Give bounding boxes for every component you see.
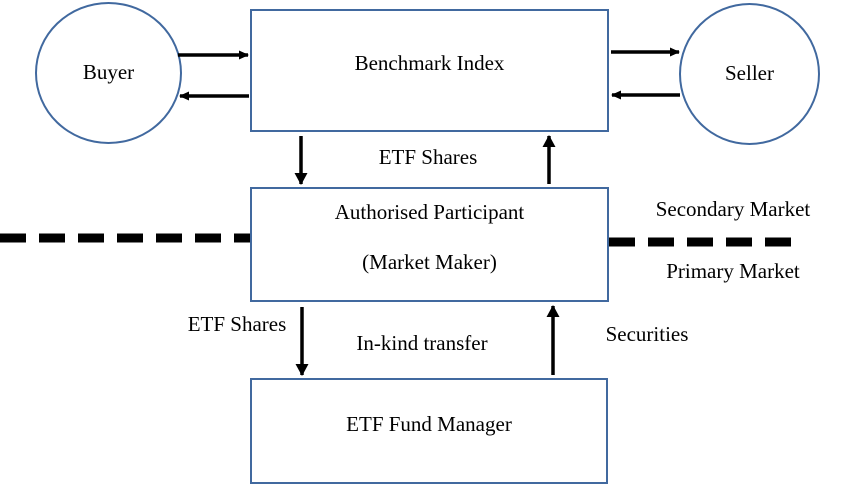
edge-label-etf-shares-secondary: ETF Shares	[378, 145, 478, 169]
edge-label-securities: Securities	[605, 322, 689, 346]
node-authorised-participant[interactable]	[250, 187, 609, 302]
edge-label-in-kind-transfer: In-kind transfer	[356, 331, 488, 355]
node-benchmark-index[interactable]	[250, 9, 609, 132]
market-label-secondary: Secondary Market	[655, 197, 811, 221]
node-etf-fund-manager[interactable]	[250, 378, 608, 484]
node-buyer[interactable]	[35, 2, 182, 144]
edge-label-etf-shares-primary: ETF Shares	[187, 312, 287, 336]
node-seller[interactable]	[679, 3, 820, 145]
market-label-primary: Primary Market	[666, 259, 800, 283]
